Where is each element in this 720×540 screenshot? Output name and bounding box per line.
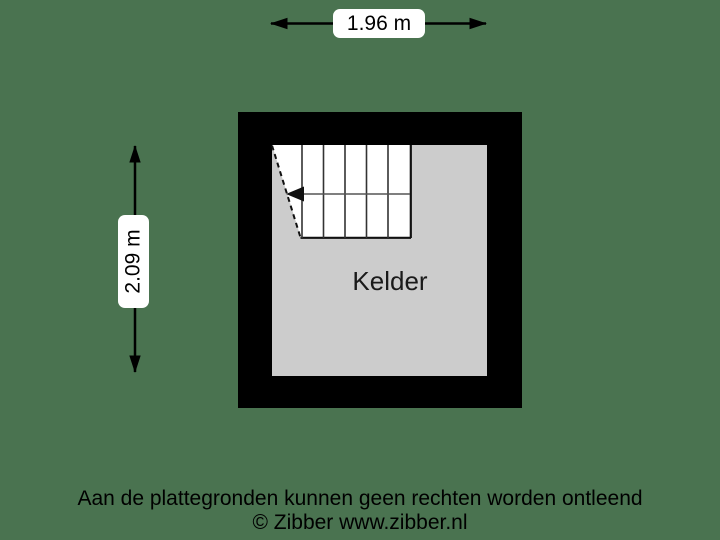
arrow-right-icon (469, 17, 487, 30)
footer: Aan de plattegronden kunnen geen rechten… (0, 487, 720, 534)
width-dimension-label: 1.96 m (333, 9, 425, 38)
walkline-arrow-icon (286, 186, 304, 202)
room-label: Kelder (352, 266, 428, 296)
width-dimension-value: 1.96 m (346, 12, 412, 35)
copyright-text: © Zibber www.zibber.nl (252, 510, 468, 534)
staircase (272, 145, 411, 238)
arrow-up-icon (129, 145, 141, 163)
arrow-left-icon (270, 17, 288, 30)
height-dimension-label: 2.09 m (118, 215, 149, 308)
disclaimer-text: Aan de plattegronden kunnen geen rechten… (77, 487, 643, 510)
height-dimension-value: 2.09 m (122, 229, 146, 294)
dashed-stair-edge (271, 145, 302, 238)
arrow-down-icon (129, 355, 141, 373)
